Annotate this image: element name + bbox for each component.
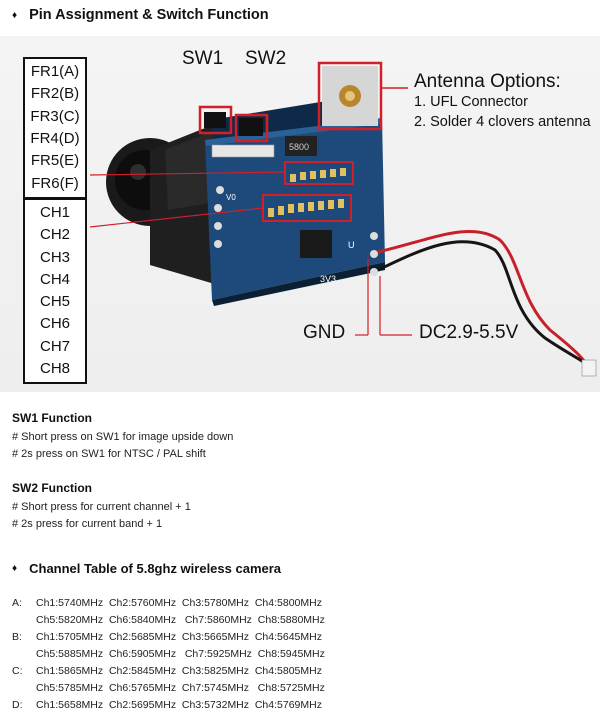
ch-item: CH4	[39, 270, 70, 288]
ch-item: CH3	[39, 248, 70, 266]
fr-item: FR2(B)	[30, 85, 80, 103]
diamond-bullet-icon: ♦	[12, 563, 18, 574]
sw1-label: SW1	[182, 48, 224, 69]
fr-item: FR6(F)	[31, 174, 79, 192]
channel-row: Ch1:5740MHz Ch2:5760MHz Ch3:5780MHz Ch4:…	[36, 597, 322, 609]
fr-pin-list: FR1(A) FR2(B) FR3(C) FR4(D) FR5(E) FR6(F…	[23, 57, 87, 199]
power-label: DC2.9-5.5V	[419, 322, 519, 343]
v0-marking: V0	[226, 193, 236, 202]
pin-assignment-heading: ♦ Pin Assignment & Switch Function	[12, 7, 269, 23]
channel-row: Ch1:5705MHz Ch2:5685MHz Ch3:5665MHz Ch4:…	[36, 631, 322, 643]
channel-row: Ch1:5658MHz Ch2:5695MHz Ch3:5732MHz Ch4:…	[36, 699, 322, 711]
sw1-function-line: # 2s press on SW1 for NTSC / PAL shift	[12, 448, 206, 460]
antenna-options-title: Antenna Options:	[414, 71, 561, 92]
ch-pin-list: CH1 CH2 CH3 CH4 CH5 CH6 CH7 CH8	[23, 198, 87, 384]
band-label-b: B:	[12, 631, 22, 643]
channel-row: Ch5:5820MHz Ch6:5840MHz Ch7:5860MHz Ch8:…	[36, 614, 325, 626]
band-label-c: C:	[12, 665, 23, 677]
gnd-label: GND	[303, 322, 346, 343]
antenna-option-2: 2. Solder 4 clovers antenna	[414, 114, 591, 130]
camera-photo: 5800 V0 3V3 U	[0, 36, 600, 392]
sw2-function-line: # 2s press for current band + 1	[12, 518, 163, 530]
ch-item: CH6	[39, 315, 70, 333]
fr-item: FR4(D)	[30, 130, 80, 148]
ch-item: CH1	[39, 204, 70, 222]
antenna-option-1: 1. UFL Connector	[414, 94, 528, 110]
sw2-label: SW2	[245, 48, 287, 69]
sw1-function-title: SW1 Function	[12, 411, 92, 425]
fr-item: FR5(E)	[30, 152, 80, 170]
ch-item: CH7	[39, 337, 70, 355]
band-label-d: D:	[12, 699, 23, 711]
channel-table-heading: ♦ Channel Table of 5.8ghz wireless camer…	[12, 561, 281, 576]
ch-item: CH8	[39, 359, 70, 377]
channel-row: Ch5:5885MHz Ch6:5905MHz Ch7:5925MHz Ch8:…	[36, 648, 325, 660]
ch-item: CH5	[39, 293, 70, 311]
channel-row: Ch1:5865MHz Ch2:5845MHz Ch3:5825MHz Ch4:…	[36, 665, 322, 677]
pcb-board	[205, 118, 385, 300]
channel-row: Ch5:5785MHz Ch6:5765MHz Ch7:5745MHz Ch8:…	[36, 682, 325, 694]
fr-item: FR3(C)	[30, 107, 80, 125]
ch-item: CH2	[39, 226, 70, 244]
camera-board-illustration: 5800 V0 3V3 U	[89, 61, 597, 377]
channel-table-title: Channel Table of 5.8ghz wireless camera	[29, 561, 282, 576]
chip-label: 5800	[289, 142, 309, 152]
pin-assignment-title: Pin Assignment & Switch Function	[29, 7, 269, 23]
3v3-marking: 3V3	[320, 274, 336, 284]
sw1-function-line: # Short press on SW1 for image upside do…	[12, 431, 234, 443]
diamond-bullet-icon: ♦	[12, 9, 18, 21]
band-label-a: A:	[12, 597, 22, 609]
u-marking: U	[348, 240, 355, 250]
fr-item: FR1(A)	[30, 63, 80, 81]
sw2-function-title: SW2 Function	[12, 481, 92, 495]
sw2-function-line: # Short press for current channel + 1	[12, 501, 191, 513]
